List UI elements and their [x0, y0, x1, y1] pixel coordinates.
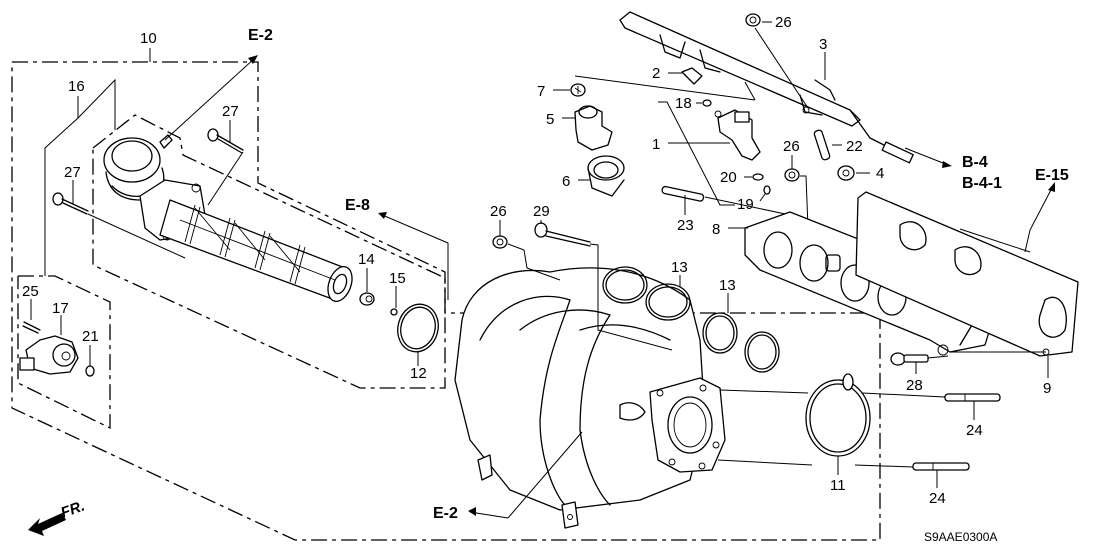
- callout-27-lower[interactable]: 27: [64, 164, 81, 181]
- callout-6[interactable]: 6: [562, 173, 570, 190]
- ref-e15[interactable]: E-15: [1035, 167, 1069, 184]
- callout-24-upper[interactable]: 24: [966, 422, 983, 439]
- part-11-gasket[interactable]: [805, 373, 871, 457]
- part-6-holder[interactable]: [587, 155, 625, 197]
- part-2-clip[interactable]: [681, 67, 703, 85]
- callout-19[interactable]: 19: [737, 196, 754, 213]
- part-26-nut-mid[interactable]: [784, 168, 800, 182]
- part-26-nut-top[interactable]: [745, 13, 761, 27]
- part-18-o-ring[interactable]: [702, 99, 712, 107]
- part-7-cap[interactable]: [570, 83, 586, 97]
- part-29-bolt[interactable]: [534, 222, 591, 247]
- callout-3[interactable]: 3: [819, 36, 827, 53]
- part-27-bolt-upper[interactable]: [207, 128, 244, 154]
- ref-b4[interactable]: B-4: [962, 154, 988, 171]
- arrow-b4: [942, 161, 952, 168]
- part-13-gaskets-right[interactable]: [702, 312, 780, 373]
- intake-manifold[interactable]: [454, 267, 726, 529]
- ref-e8[interactable]: E-8: [345, 197, 370, 214]
- callout-8[interactable]: 8: [712, 221, 720, 238]
- callout-17[interactable]: 17: [52, 300, 69, 317]
- part-24-stud-lower[interactable]: [912, 462, 970, 471]
- callout-26-top[interactable]: 26: [775, 14, 792, 31]
- callout-12[interactable]: 12: [410, 365, 427, 382]
- arrow-e8: [378, 212, 387, 219]
- part-21-o-ring[interactable]: [85, 365, 95, 377]
- part-5-regulator[interactable]: [574, 105, 613, 151]
- callout-2[interactable]: 2: [652, 65, 660, 82]
- part-9-gasket[interactable]: [855, 191, 1079, 357]
- part-4-grommet[interactable]: [837, 165, 855, 181]
- callout-13-right[interactable]: 13: [719, 277, 736, 294]
- callout-1[interactable]: 1: [652, 136, 660, 153]
- ref-b41[interactable]: B-4-1: [962, 175, 1002, 192]
- arrow-e2-bottom: [468, 507, 476, 516]
- part-25-screw[interactable]: [22, 321, 41, 334]
- front-arrow-icon: [28, 513, 66, 536]
- callout-26-manifold[interactable]: 26: [490, 203, 507, 220]
- front-label: FR.: [59, 498, 88, 522]
- part-23-stud[interactable]: [661, 185, 705, 202]
- callout-25[interactable]: 25: [22, 283, 39, 300]
- callout-7[interactable]: 7: [537, 83, 545, 100]
- callout-28[interactable]: 28: [906, 377, 923, 394]
- callout-21[interactable]: 21: [82, 328, 99, 345]
- drawing-code: S9AAE0300A: [924, 530, 997, 544]
- ref-e2-top[interactable]: E-2: [248, 27, 273, 44]
- callout-22[interactable]: 22: [846, 138, 863, 155]
- part-19-seal[interactable]: [763, 185, 771, 195]
- part-3-fuel-rail[interactable]: [619, 11, 914, 164]
- part-28-bolt[interactable]: [890, 352, 929, 366]
- callout-24-lower[interactable]: 24: [929, 490, 946, 507]
- sensor-box: [17, 275, 111, 430]
- arrow-e15: [1048, 182, 1055, 192]
- callout-16[interactable]: 16: [68, 78, 85, 95]
- part-24-stud-upper[interactable]: [944, 393, 1001, 402]
- part-16-intake-tube-assembly[interactable]: [103, 134, 356, 305]
- assembly-outline-16: [92, 114, 446, 389]
- ref-e2-bottom[interactable]: E-2: [433, 505, 458, 522]
- arrow-e2-top: [248, 55, 258, 64]
- part-17-sensor[interactable]: [19, 335, 79, 375]
- part-26-nut-manifold[interactable]: [492, 235, 508, 249]
- callout-26-mid[interactable]: 26: [783, 138, 800, 155]
- callout-29[interactable]: 29: [533, 203, 550, 220]
- callout-20[interactable]: 20: [720, 169, 737, 186]
- callout-4[interactable]: 4: [876, 165, 884, 182]
- part-22-stud[interactable]: [813, 129, 831, 161]
- part-14-nut[interactable]: [359, 292, 375, 306]
- part-27-bolt-lower[interactable]: [52, 192, 89, 215]
- part-13-gaskets-left[interactable]: [602, 266, 691, 321]
- callout-5[interactable]: 5: [546, 111, 554, 128]
- callout-14[interactable]: 14: [358, 251, 375, 268]
- callout-9[interactable]: 9: [1043, 380, 1051, 397]
- callout-15[interactable]: 15: [389, 270, 406, 287]
- front-direction-indicator: FR.: [28, 498, 87, 536]
- callout-11[interactable]: 11: [830, 477, 846, 494]
- callout-18[interactable]: 18: [675, 95, 692, 112]
- part-1-injector[interactable]: [714, 109, 761, 161]
- part-15-washer[interactable]: [390, 308, 398, 316]
- callout-10[interactable]: 10: [140, 30, 157, 47]
- part-20-o-ring[interactable]: [752, 173, 764, 181]
- callout-27-upper[interactable]: 27: [222, 103, 239, 120]
- part-12-o-ring[interactable]: [392, 300, 443, 357]
- callout-23[interactable]: 23: [677, 217, 694, 234]
- callout-13-left[interactable]: 13: [671, 259, 688, 276]
